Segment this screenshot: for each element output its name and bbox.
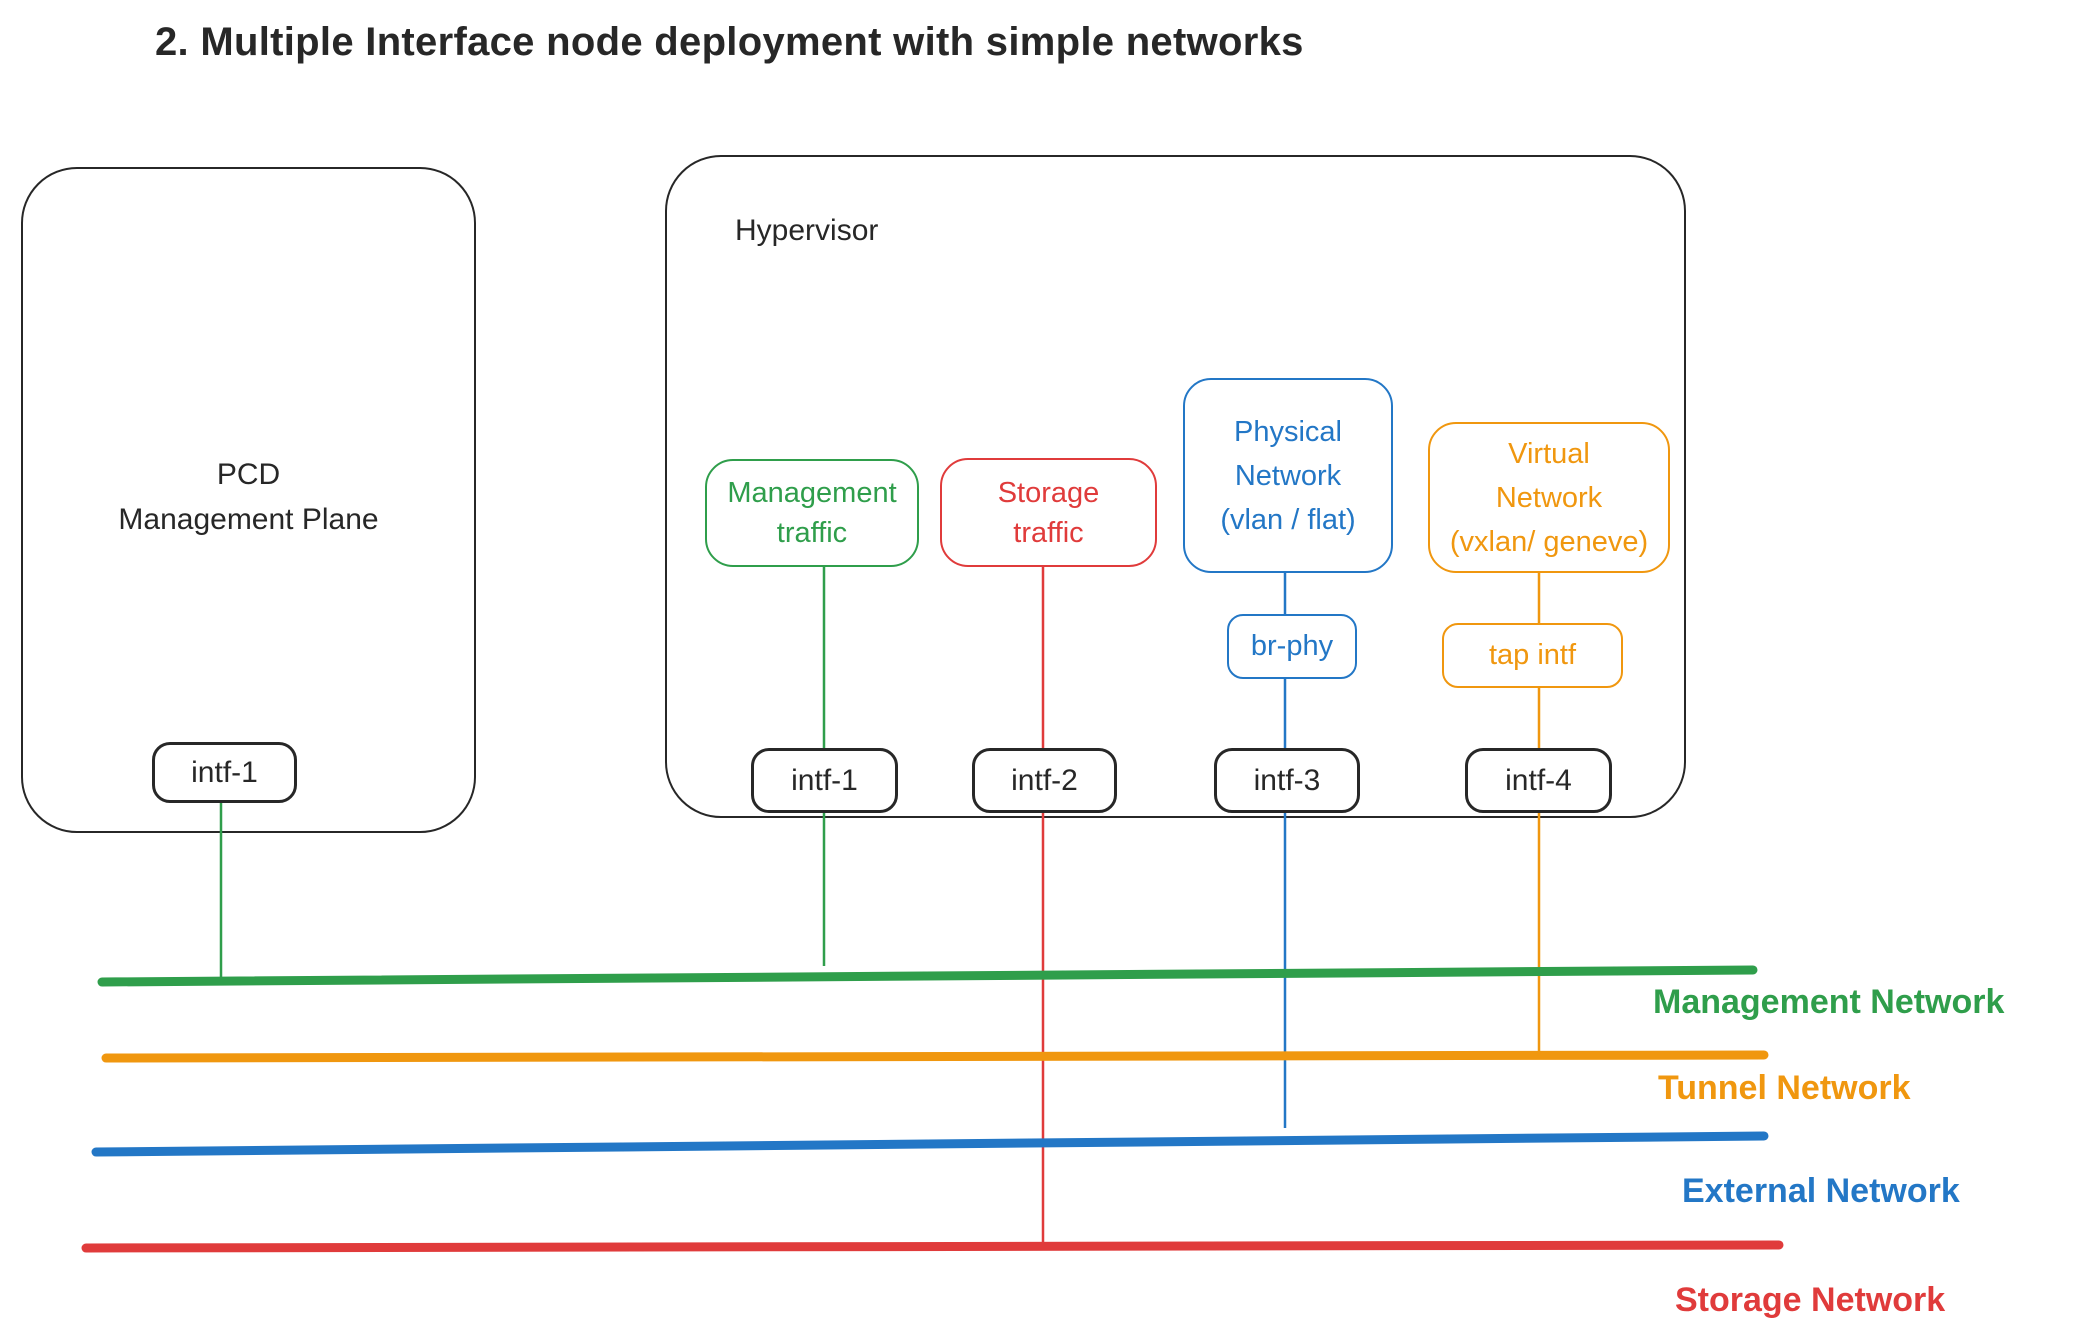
intf-4-label: intf-4: [1505, 763, 1572, 797]
management-network-line: [97, 965, 1758, 987]
hypervisor-label: Hypervisor: [735, 214, 879, 247]
br-phy-label: br-phy: [1250, 630, 1334, 662]
intf-2-label: intf-2: [1011, 763, 1078, 797]
br-phy-box: br-phy: [1227, 614, 1357, 679]
pcd-management-plane-label: PCD Management Plane: [21, 452, 476, 542]
intf-3-label: intf-3: [1253, 763, 1321, 797]
tap-intf-box: tap intf: [1442, 623, 1623, 688]
storage-traffic-line1: Storage: [997, 476, 1100, 509]
physical-network-line1: Physical: [1234, 415, 1342, 448]
pcd-label-line2: Management Plane: [118, 503, 379, 536]
intf-3-box: intf-3: [1214, 748, 1360, 813]
pcd-management-plane-box: [21, 167, 476, 833]
physical-network-line3: (vlan / flat): [1220, 503, 1356, 536]
virtual-network-line3: (vxlan/ geneve): [1449, 525, 1649, 558]
pcd-label-line1: PCD: [216, 458, 281, 491]
physical-network-box: Physical Network (vlan / flat): [1183, 378, 1393, 573]
pcd-intf-1-label: intf-1: [191, 755, 258, 789]
storage-network-label: Storage Network: [1675, 1281, 1946, 1319]
intf-2-box: intf-2: [972, 748, 1117, 813]
tunnel-network-label: Tunnel Network: [1658, 1069, 1911, 1107]
virtual-network-line2: Network: [1495, 481, 1603, 514]
virtual-network-line1: Virtual: [1508, 437, 1590, 470]
management-network-label: Management Network: [1653, 983, 2005, 1021]
intf-1-box: intf-1: [751, 748, 898, 813]
hypervisor-box: [665, 155, 1686, 818]
management-traffic-line2: traffic: [776, 517, 848, 549]
management-traffic-line1: Management: [727, 477, 897, 509]
pcd-intf-1-box: intf-1: [152, 742, 297, 803]
management-traffic-box: Management traffic: [705, 459, 919, 567]
tunnel-network-line: [101, 1050, 1769, 1063]
storage-traffic-line2: traffic: [1013, 516, 1084, 549]
intf-4-box: intf-4: [1465, 748, 1612, 813]
external-network-line: [91, 1131, 1769, 1157]
tap-intf-label: tap intf: [1488, 639, 1577, 671]
physical-network-line2: Network: [1234, 459, 1342, 492]
storage-network-line: [81, 1240, 1784, 1253]
storage-traffic-box: Storage traffic: [940, 458, 1157, 567]
page-title: 2. Multiple Interface node deployment wi…: [155, 20, 1304, 64]
external-network-label: External Network: [1682, 1172, 1960, 1210]
virtual-network-box: Virtual Network (vxlan/ geneve): [1428, 422, 1670, 573]
intf-1-label: intf-1: [791, 763, 858, 797]
